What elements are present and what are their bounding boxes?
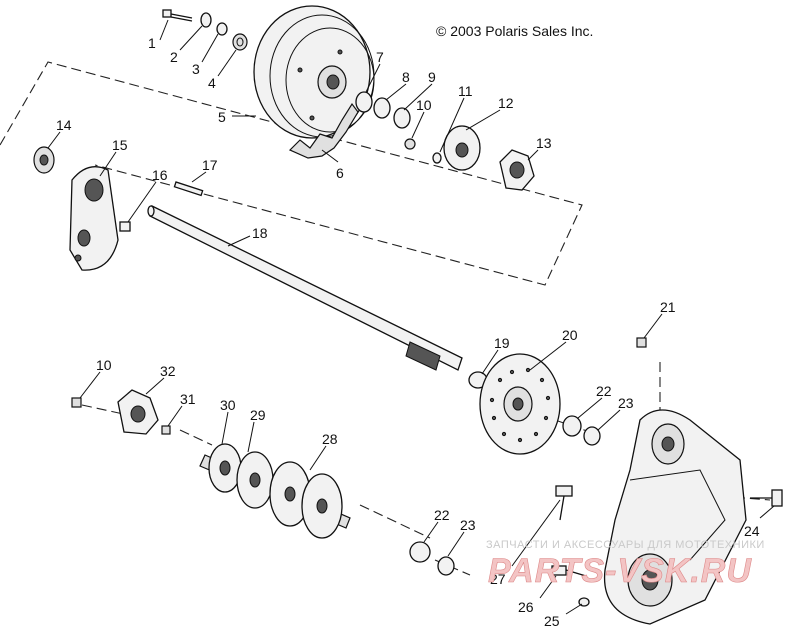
part-flange-32 [117, 389, 159, 435]
callout-22a: 22 [596, 383, 612, 399]
callout-24: 24 [744, 523, 760, 539]
callout-10a: 10 [416, 97, 432, 113]
callout-13: 13 [536, 135, 552, 151]
callout-1: 1 [148, 35, 156, 51]
callout-5: 5 [218, 109, 226, 125]
part-plate-12 [443, 125, 481, 171]
callout-31: 31 [180, 391, 196, 407]
part-bearing-plate-15 [69, 166, 119, 271]
part-seal-22b [409, 541, 431, 563]
callout-7: 7 [376, 49, 384, 65]
part-sprocket-5 [253, 5, 375, 139]
part-bushing-4 [232, 33, 248, 51]
callout-17: 17 [202, 157, 218, 173]
part-bolt-16 [119, 221, 131, 232]
callout-4: 4 [208, 75, 216, 91]
part-ring-9 [393, 107, 411, 129]
callout-16: 16 [152, 167, 168, 183]
callout-12: 12 [498, 95, 514, 111]
callout-9: 9 [428, 69, 436, 85]
watermark-tagline: ЗАПЧАСТИ И АКСЕССУАРЫ ДЛЯ МОТОТЕХНИКИ [486, 539, 765, 551]
part-shaft-18 [147, 205, 463, 371]
callout-labels: 1 2 3 4 5 6 7 8 9 10 11 12 13 14 15 16 1… [56, 35, 760, 629]
callout-8: 8 [402, 69, 410, 85]
part-washer-3 [216, 22, 228, 36]
callout-3: 3 [192, 61, 200, 77]
callout-26: 26 [518, 599, 534, 615]
callout-23a: 23 [618, 395, 634, 411]
callout-6: 6 [336, 165, 344, 181]
part-washer-11 [432, 152, 442, 164]
part-drive-shaft-28 [199, 443, 351, 539]
part-cap-23b [437, 556, 455, 576]
part-nut-10b [71, 397, 82, 408]
callout-25: 25 [544, 613, 560, 629]
callout-18: 18 [252, 225, 268, 241]
part-ring-8 [373, 97, 391, 119]
callout-32: 32 [160, 363, 176, 379]
part-bolt-24 [750, 489, 783, 507]
callout-21: 21 [660, 299, 676, 315]
part-nut-31 [161, 425, 171, 435]
part-brake-disc-20 [479, 353, 561, 455]
part-flange-13 [499, 149, 535, 191]
part-nut-21 [636, 337, 647, 348]
callout-2: 2 [170, 49, 178, 65]
callout-10b: 10 [96, 357, 112, 373]
callout-28: 28 [322, 431, 338, 447]
watermark: ЗАПЧАСТИ И АКСЕССУАРЫ ДЛЯ МОТОТЕХНИКИ PA… [486, 539, 765, 590]
part-nut-10 [404, 138, 416, 150]
part-cap-23a [583, 426, 601, 446]
part-ring-7 [355, 91, 373, 113]
callout-30: 30 [220, 397, 236, 413]
part-chaincase [603, 409, 747, 625]
watermark-logo: PARTS-VSK.RU [488, 552, 752, 590]
callout-22b: 22 [434, 507, 450, 523]
copyright-text: © 2003 Polaris Sales Inc. [436, 23, 593, 39]
callout-29: 29 [250, 407, 266, 423]
callout-27: 27 [490, 571, 506, 587]
callout-14: 14 [56, 117, 72, 133]
part-bolt-27 [555, 485, 573, 521]
callout-20: 20 [562, 327, 578, 343]
part-chain-6 [288, 102, 359, 159]
callout-11: 11 [458, 83, 473, 99]
part-bolt-1 [162, 9, 193, 22]
part-seal-22a [562, 415, 582, 437]
part-bearing-14 [33, 146, 55, 174]
callout-15: 15 [112, 137, 128, 153]
part-bolt-26 [551, 565, 587, 577]
part-washer-2 [200, 12, 212, 28]
callout-23b: 23 [460, 517, 476, 533]
part-key-17 [173, 181, 204, 197]
callout-19: 19 [494, 335, 510, 351]
leader-lines [47, 19, 775, 615]
